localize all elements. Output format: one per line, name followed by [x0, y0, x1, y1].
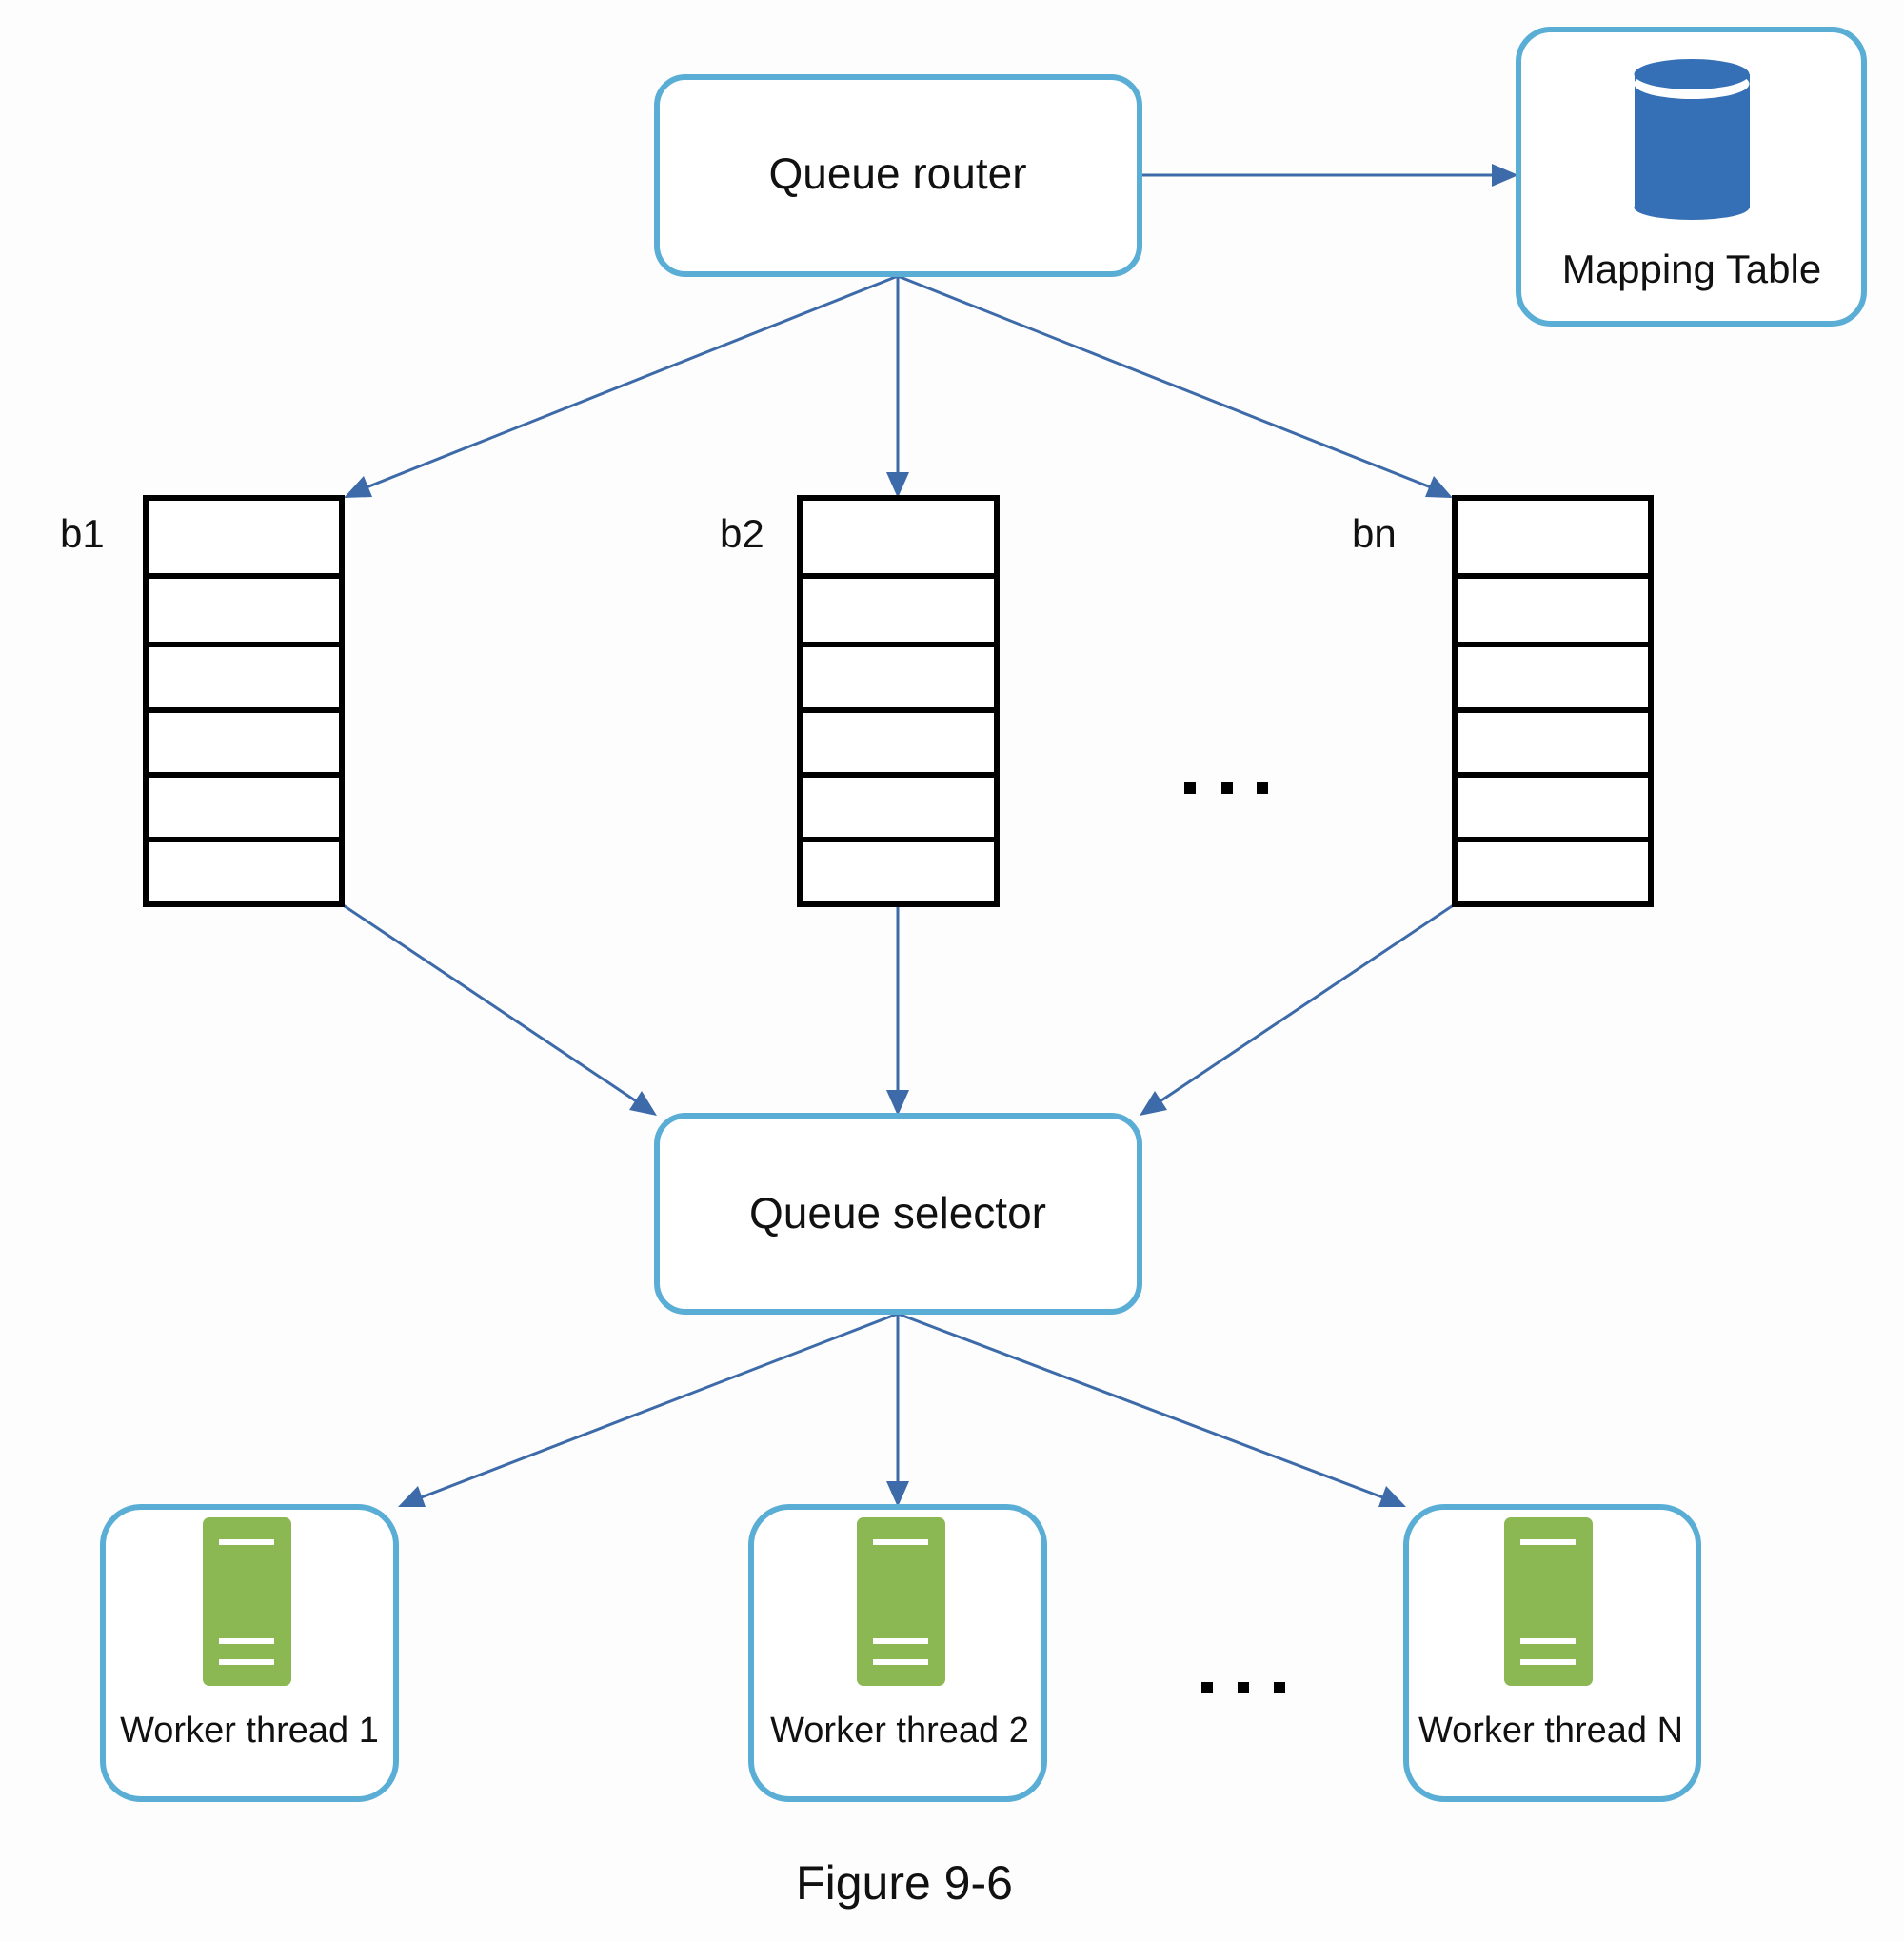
queue-b2[interactable]: b2 — [720, 495, 1000, 907]
mapping-table-node[interactable]: Mapping Table — [1516, 27, 1867, 327]
queue-selector-node[interactable]: Queue selector — [654, 1113, 1142, 1315]
edge-bn-to-selector — [1158, 902, 1456, 1104]
worker-node-2[interactable]: Worker thread 2 — [748, 1504, 1047, 1802]
arrowhead — [886, 1090, 909, 1116]
queue-label: b2 — [720, 511, 764, 556]
queue-label: bn — [1352, 511, 1397, 556]
arrowhead — [1378, 1486, 1406, 1507]
edge-selector-to-workerN — [897, 1312, 1386, 1500]
queue-b1[interactable]: b1 — [60, 495, 345, 907]
queue-router-node[interactable]: Queue router — [654, 74, 1142, 277]
edge-router-to-bn — [897, 274, 1432, 489]
worker-label: Worker thread N — [1418, 1711, 1683, 1751]
arrowhead — [344, 476, 372, 498]
edges — [341, 164, 1518, 1507]
queue-selector-label: Queue selector — [749, 1188, 1046, 1238]
edge-selector-to-worker1 — [418, 1312, 899, 1500]
worker-ellipsis — [1201, 1682, 1285, 1693]
figure-caption: Figure 9-6 — [796, 1856, 1013, 1910]
worker-label: Worker thread 1 — [120, 1711, 379, 1751]
server-icon — [203, 1517, 291, 1686]
arrowhead — [398, 1486, 426, 1507]
arrowhead — [1425, 476, 1453, 498]
arrowhead — [1492, 164, 1518, 187]
queue-bn[interactable]: bn — [1352, 495, 1654, 907]
queue-slots — [143, 495, 345, 907]
queue-router-box — [654, 74, 1142, 277]
worker-node-n[interactable]: Worker thread N — [1403, 1504, 1701, 1802]
server-icon — [1504, 1517, 1593, 1686]
worker-node-1[interactable]: Worker thread 1 — [100, 1504, 399, 1802]
queue-slots — [1452, 495, 1654, 907]
database-icon — [1634, 59, 1750, 220]
arrowhead — [629, 1091, 657, 1116]
queue-ellipsis — [1184, 782, 1268, 794]
queue-slots — [797, 495, 1000, 907]
worker-label: Worker thread 2 — [770, 1711, 1029, 1751]
arrowhead — [1140, 1091, 1167, 1116]
arrowhead — [886, 472, 909, 498]
server-icon — [857, 1517, 945, 1686]
queue-selector-box — [654, 1113, 1142, 1315]
arrowhead — [886, 1481, 909, 1507]
mapping-table-label: Mapping Table — [1562, 247, 1821, 291]
queue-label: b1 — [60, 511, 105, 556]
edge-router-to-b1 — [366, 274, 899, 489]
edge-b1-to-selector — [341, 902, 639, 1104]
queue-router-label: Queue router — [768, 149, 1026, 198]
